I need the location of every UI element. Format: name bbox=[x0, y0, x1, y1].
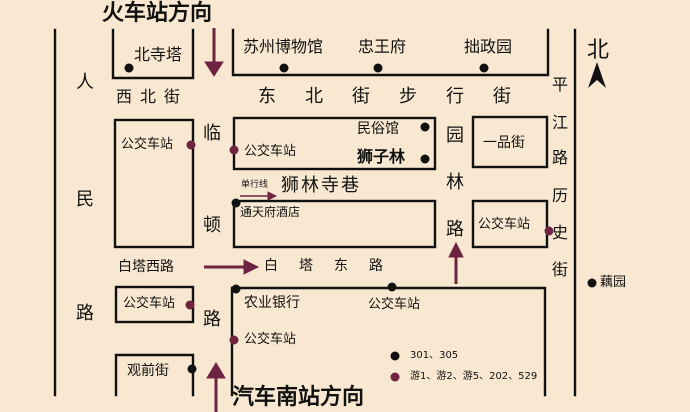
arrow-right-baita-head bbox=[243, 259, 260, 275]
road-pingjiang-char-6: 街 bbox=[551, 260, 568, 279]
museum-block bbox=[231, 28, 550, 77]
legend-dot-black bbox=[390, 351, 400, 361]
arrow-up-bottom-head bbox=[206, 362, 226, 379]
dot-museum bbox=[279, 63, 289, 73]
road-xibei-jie: 西北街 bbox=[116, 87, 189, 106]
guanqian-block bbox=[114, 353, 195, 397]
bus-south-station-direction: 汽车南站方向 bbox=[232, 385, 365, 410]
dot-bus-bank bbox=[229, 335, 239, 345]
place-ouyuan: 藕园 bbox=[600, 275, 627, 290]
road-lindun-char-2: 顿 bbox=[203, 215, 221, 236]
dot-bus-black bbox=[387, 282, 397, 292]
place-nongye-bank: 农业银行 bbox=[244, 295, 300, 311]
dot-bank bbox=[231, 284, 241, 294]
train-station-direction: 火车站方向 bbox=[102, 1, 213, 26]
place-zhongwangfu: 忠王府 bbox=[358, 37, 407, 56]
beisita-block bbox=[111, 28, 195, 80]
road-baita-donglu: 白塔东路 bbox=[264, 258, 404, 274]
place-shizilin: 狮子林 bbox=[357, 147, 406, 166]
dot-bus-left bbox=[186, 140, 196, 150]
arrow-one-way-head bbox=[267, 191, 278, 201]
bus-stop-left: 公交车站 bbox=[121, 137, 174, 152]
shizilin-block bbox=[232, 116, 437, 171]
place-minsuguan: 民俗馆 bbox=[357, 121, 399, 137]
place-beisita: 北寺塔 bbox=[134, 45, 183, 64]
road-lindun-char-1: 临 bbox=[203, 123, 221, 144]
road-pingjiang-char-2: 江 bbox=[551, 113, 568, 132]
north-label: 北 bbox=[587, 38, 610, 63]
arrow-down-top-head bbox=[204, 61, 224, 77]
road-yuanlin-char-3: 路 bbox=[446, 219, 464, 240]
dot-guanqian bbox=[187, 364, 197, 374]
north-arrow bbox=[588, 62, 606, 88]
road-yuanlin-char-2: 林 bbox=[446, 172, 464, 193]
bus-stop-bank: 公交车站 bbox=[244, 332, 297, 347]
road-pingjiang-char-1: 平 bbox=[551, 75, 568, 94]
dot-zhongwangfu bbox=[373, 63, 383, 73]
legend-purple-routes: 游1、游2、游5、202、529 bbox=[410, 371, 538, 382]
road-baita-xilu: 白塔西路 bbox=[118, 259, 174, 275]
hotel-block bbox=[232, 199, 437, 249]
one-way-label: 单行线 bbox=[241, 180, 269, 190]
dot-bus-shizilin bbox=[229, 145, 239, 155]
road-lindun-char-3: 路 bbox=[203, 309, 221, 330]
place-yipinjie: 一品街 bbox=[483, 135, 525, 151]
place-suzhou-museum: 苏州博物馆 bbox=[243, 37, 324, 56]
legend-dot-purple bbox=[390, 372, 400, 382]
road-renmin-char-1: 人 bbox=[76, 72, 94, 93]
left-bus-block bbox=[113, 118, 195, 249]
road-shilin-sixiang: 狮林寺巷 bbox=[281, 175, 361, 196]
right-bus-block bbox=[471, 199, 549, 249]
dot-shizilin bbox=[420, 154, 430, 164]
road-yuanlin-char-1: 园 bbox=[446, 125, 464, 146]
road-pingjiang-char-4: 历 bbox=[551, 186, 568, 205]
dot-bus-lower-left bbox=[185, 300, 195, 310]
road-renmin-char-2: 民 bbox=[76, 189, 94, 210]
arrow-up-yuanlin-head bbox=[448, 241, 464, 258]
place-zhuozhengyuan: 拙政园 bbox=[464, 37, 513, 56]
bus-stop-shizilin: 公交车站 bbox=[244, 144, 297, 159]
bus-stop-lower-left: 公交车站 bbox=[123, 296, 176, 311]
place-tongtianfu-hotel: 通天府酒店 bbox=[240, 205, 301, 219]
road-pingjiang-char-5: 史 bbox=[551, 223, 568, 242]
dot-beisita bbox=[124, 63, 134, 73]
dot-zhuozhengyuan bbox=[479, 63, 489, 73]
bus-stop-right: 公交车站 bbox=[478, 217, 531, 232]
road-dongbei-jie: 东北街步行街 bbox=[258, 86, 540, 107]
road-pingjiang-char-3: 路 bbox=[551, 148, 568, 167]
yipin-block bbox=[471, 115, 549, 169]
dot-hotel bbox=[231, 198, 241, 208]
place-guanqianjie: 观前街 bbox=[127, 363, 169, 379]
road-renmin-char-3: 路 bbox=[76, 303, 94, 324]
dot-ouyuan bbox=[587, 278, 597, 288]
bus-stop-bank-road: 公交车站 bbox=[368, 297, 421, 312]
dot-minsuguan bbox=[420, 122, 430, 132]
legend-black-routes: 301、305 bbox=[410, 350, 459, 361]
dot-bus-right bbox=[544, 226, 554, 236]
